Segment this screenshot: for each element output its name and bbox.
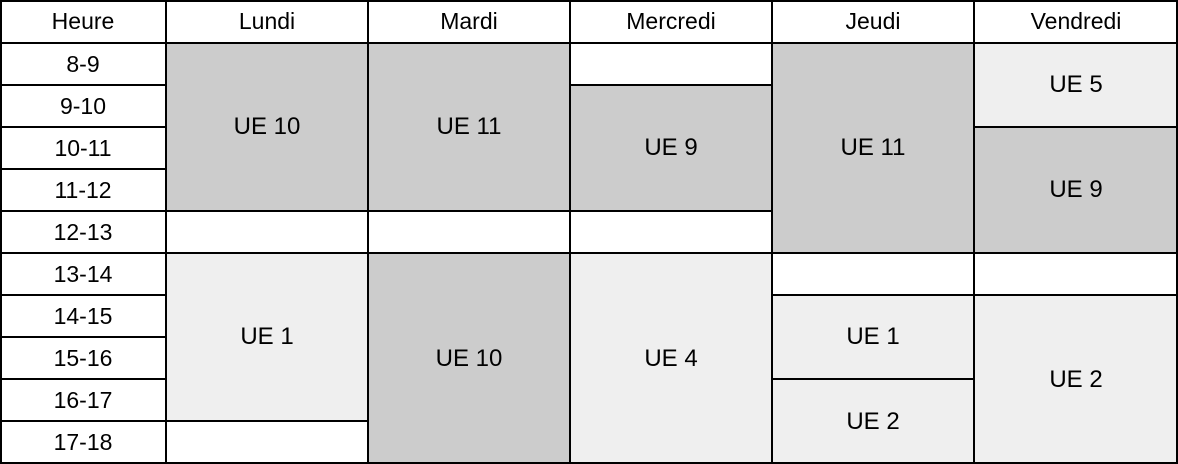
row-divider: [0, 378, 166, 380]
header-divider: [0, 42, 1178, 44]
block-divider: [772, 252, 974, 254]
block-divider: [166, 210, 368, 212]
empty-slot: [166, 421, 368, 464]
empty-slot: [368, 211, 570, 253]
block-divider: [772, 378, 974, 380]
header-day-mercredi: Mercredi: [626, 8, 716, 34]
time-slot: 12-13: [53, 218, 113, 245]
table-border: [0, 462, 1178, 464]
time-slot: 8-9: [66, 50, 100, 77]
course-block-vendredi-ue2: UE 2: [974, 295, 1178, 464]
block-divider: [570, 84, 772, 86]
block-divider: [166, 420, 368, 422]
block-divider: [368, 252, 570, 254]
course-block-mardi-ue11: UE 11: [368, 43, 570, 211]
course-block-mercredi-ue9: UE 9: [570, 85, 772, 211]
time-slot: 16-17: [53, 386, 113, 413]
header-hour: Heure: [51, 8, 115, 34]
empty-slot: [570, 211, 772, 253]
table-border: [0, 0, 1178, 2]
column-divider: [367, 0, 369, 464]
course-block-jeudi-ue2: UE 2: [772, 379, 974, 464]
row-divider: [0, 336, 166, 338]
block-divider: [570, 252, 772, 254]
course-block-mardi-ue10: UE 10: [368, 253, 570, 464]
empty-slot: [974, 253, 1178, 295]
course-block-vendredi-ue9: UE 9: [974, 127, 1178, 253]
block-divider: [368, 210, 570, 212]
block-divider: [974, 126, 1178, 128]
row-divider: [0, 84, 166, 86]
block-divider: [974, 252, 1178, 254]
column-divider: [165, 0, 167, 464]
row-divider: [0, 126, 166, 128]
row-divider: [0, 168, 166, 170]
time-slot: 15-16: [53, 344, 113, 371]
table-border: [0, 0, 2, 464]
time-slot: 10-11: [54, 134, 112, 161]
column-divider: [569, 0, 571, 464]
course-block-mercredi-ue4: UE 4: [570, 253, 772, 464]
time-slot: 17-18: [53, 429, 113, 455]
header-day-vendredi: Vendredi: [1030, 8, 1122, 34]
row-divider: [0, 252, 166, 254]
table-border: [1176, 0, 1178, 464]
block-divider: [570, 210, 772, 212]
course-block-jeudi-ue11: UE 11: [772, 43, 974, 253]
header-day-jeudi: Jeudi: [845, 8, 901, 34]
empty-slot: [772, 253, 974, 295]
empty-slot: [166, 211, 368, 253]
course-block-lundi-ue1: UE 1: [166, 253, 368, 421]
course-block-vendredi-ue5: UE 5: [974, 43, 1178, 127]
course-block-lundi-ue10: UE 10: [166, 43, 368, 211]
time-slot: 9-10: [59, 92, 107, 119]
block-divider: [772, 294, 974, 296]
column-divider: [973, 0, 975, 464]
row-divider: [0, 294, 166, 296]
row-divider: [0, 210, 166, 212]
header-day-mardi: Mardi: [440, 8, 498, 34]
time-slot: 14-15: [53, 302, 113, 329]
time-slot: 11-12: [54, 176, 112, 203]
time-slot: 13-14: [53, 260, 113, 287]
header-day-lundi: Lundi: [238, 8, 296, 34]
course-block-jeudi-ue1: UE 1: [772, 295, 974, 379]
empty-slot: [570, 43, 772, 85]
row-divider: [0, 420, 166, 422]
block-divider: [166, 252, 368, 254]
column-divider: [771, 0, 773, 464]
block-divider: [974, 294, 1178, 296]
